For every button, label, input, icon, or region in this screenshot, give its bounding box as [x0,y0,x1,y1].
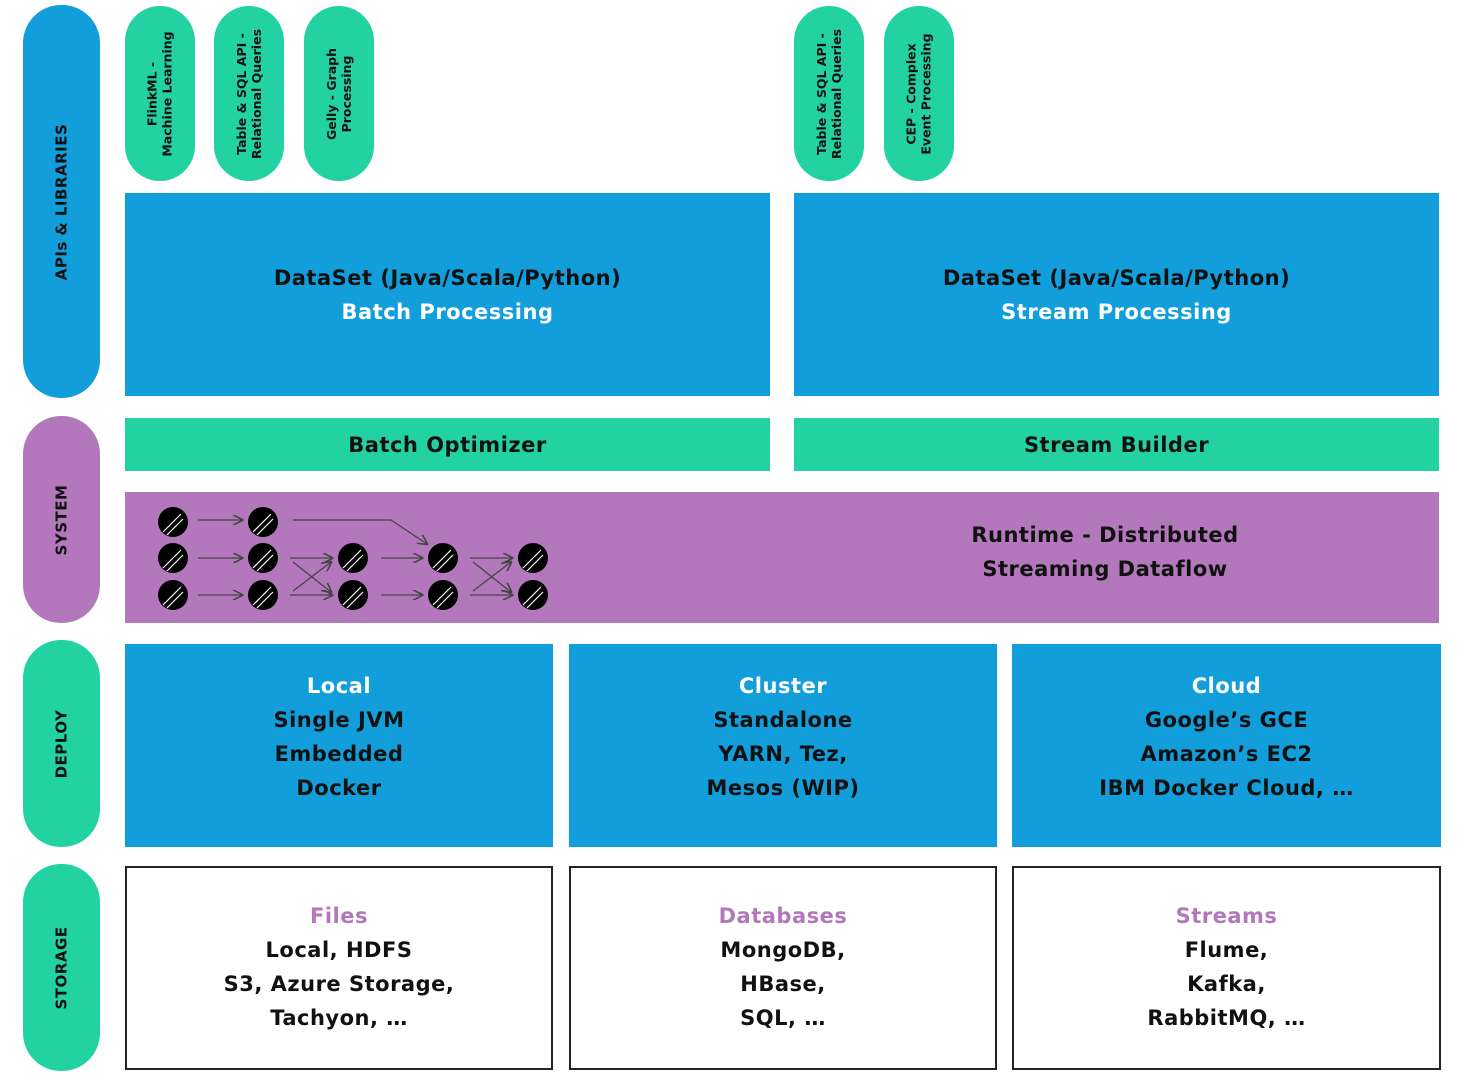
dataflow-node [518,543,548,573]
storage-databases-line: SQL, … [740,1006,826,1030]
layer-label-storage-text: STORAGE [52,925,71,1010]
library-table-sql-stream: Table & SQL API -Relational Queries [794,6,864,181]
layer-label-apis: APIs & LIBRARIES [23,5,100,398]
deploy-local-line: Docker [296,776,382,800]
deploy-cloud-line: IBM Docker Cloud, … [1099,776,1354,800]
dataflow-node [428,580,458,610]
storage-databases-title: Databases [718,904,848,928]
dataflow-nodes [158,507,548,610]
deploy-cluster-title: Cluster [738,674,828,698]
deploy-cluster-box: Cluster Standalone YARN, Tez, Mesos (WIP… [569,644,997,847]
dataflow-node [248,580,278,610]
deploy-local-line: Single JVM [273,708,405,732]
deploy-cloud-line: Amazon’s EC2 [1140,742,1313,766]
dataflow-node [158,543,188,573]
storage-databases-box: Databases MongoDB, HBase, SQL, … [569,866,997,1070]
deploy-local-title: Local [306,674,372,698]
runtime-line2: Streaming Dataflow [982,557,1228,581]
library-line: Event Processing [919,32,934,155]
storage-streams-line: RabbitMQ, … [1147,1006,1306,1030]
api-stream-title: DataSet (Java/Scala/Python) [942,265,1291,290]
dataflow-node [158,580,188,610]
dataflow-node [338,580,368,610]
batch-optimizer-label: Batch Optimizer [348,432,547,457]
storage-streams-line: Flume, [1184,938,1269,962]
layer-label-storage: STORAGE [23,864,100,1071]
stream-builder-bar: Stream Builder [794,418,1439,471]
dataflow-node [248,543,278,573]
dataflow-arrows [198,520,512,595]
deploy-local-line: Embedded [274,742,404,766]
layer-label-system: SYSTEM [23,416,100,623]
storage-files-line: Tachyon, … [270,1006,408,1030]
layer-label-system-text: SYSTEM [52,484,71,555]
deploy-cloud-box: Cloud Google’s GCE Amazon’s EC2 IBM Dock… [1012,644,1441,847]
storage-streams-box: Streams Flume, Kafka, RabbitMQ, … [1012,866,1441,1070]
storage-databases-line: MongoDB, [720,938,846,962]
api-batch-subtitle: Batch Processing [341,299,554,324]
api-stream-box: DataSet (Java/Scala/Python) Stream Proce… [794,193,1439,396]
dataflow-node [248,507,278,537]
library-line: Table & SQL API - [814,32,830,155]
storage-files-line: Local, HDFS [265,938,413,962]
dataflow-node [158,507,188,537]
deploy-cluster-line: YARN, Tez, [718,742,848,766]
api-stream-subtitle: Stream Processing [1001,299,1232,324]
deploy-cluster-line: Standalone [713,708,853,732]
storage-files-box: Files Local, HDFS S3, Azure Storage, Tac… [125,866,553,1070]
library-flinkml: FlinkML -Machine Learning [125,6,195,181]
library-line: Relational Queries [249,28,265,159]
library-line: Processing [339,55,354,132]
library-line: CEP - Complex [904,42,919,145]
deploy-cluster-line: Mesos (WIP) [706,776,860,800]
stream-builder-label: Stream Builder [1023,432,1210,457]
library-line: Relational Queries [829,28,845,159]
dataflow-node [428,543,458,573]
runtime-line1: Runtime - Distributed [971,523,1239,547]
storage-streams-title: Streams [1175,904,1278,928]
layer-label-deploy-text: DEPLOY [52,709,71,778]
library-line: FlinkML - [145,61,160,126]
api-batch-title: DataSet (Java/Scala/Python) [273,265,622,290]
dataflow-node [518,580,548,610]
library-table-sql-batch: Table & SQL API -Relational Queries [214,6,284,181]
library-line: Machine Learning [160,30,175,157]
layer-label-deploy: DEPLOY [23,640,100,847]
api-batch-box: DataSet (Java/Scala/Python) Batch Proces… [125,193,770,396]
storage-databases-line: HBase, [740,972,826,996]
dataflow-node [338,543,368,573]
library-line: Table & SQL API - [234,32,250,155]
batch-optimizer-bar: Batch Optimizer [125,418,770,471]
dataflow-graph [158,507,548,610]
deploy-cloud-title: Cloud [1191,674,1262,698]
layer-label-apis-text: APIs & LIBRARIES [52,123,71,280]
runtime-label: Runtime - Distributed Streaming Dataflow [945,518,1265,586]
runtime-box: Runtime - Distributed Streaming Dataflow [125,492,1439,623]
deploy-cloud-line: Google’s GCE [1144,708,1309,732]
deploy-local-box: Local Single JVM Embedded Docker [125,644,553,847]
storage-files-line: S3, Azure Storage, [223,972,455,996]
library-line: Gelly - Graph [324,47,339,140]
storage-streams-line: Kafka, [1187,972,1266,996]
storage-files-title: Files [310,904,368,928]
